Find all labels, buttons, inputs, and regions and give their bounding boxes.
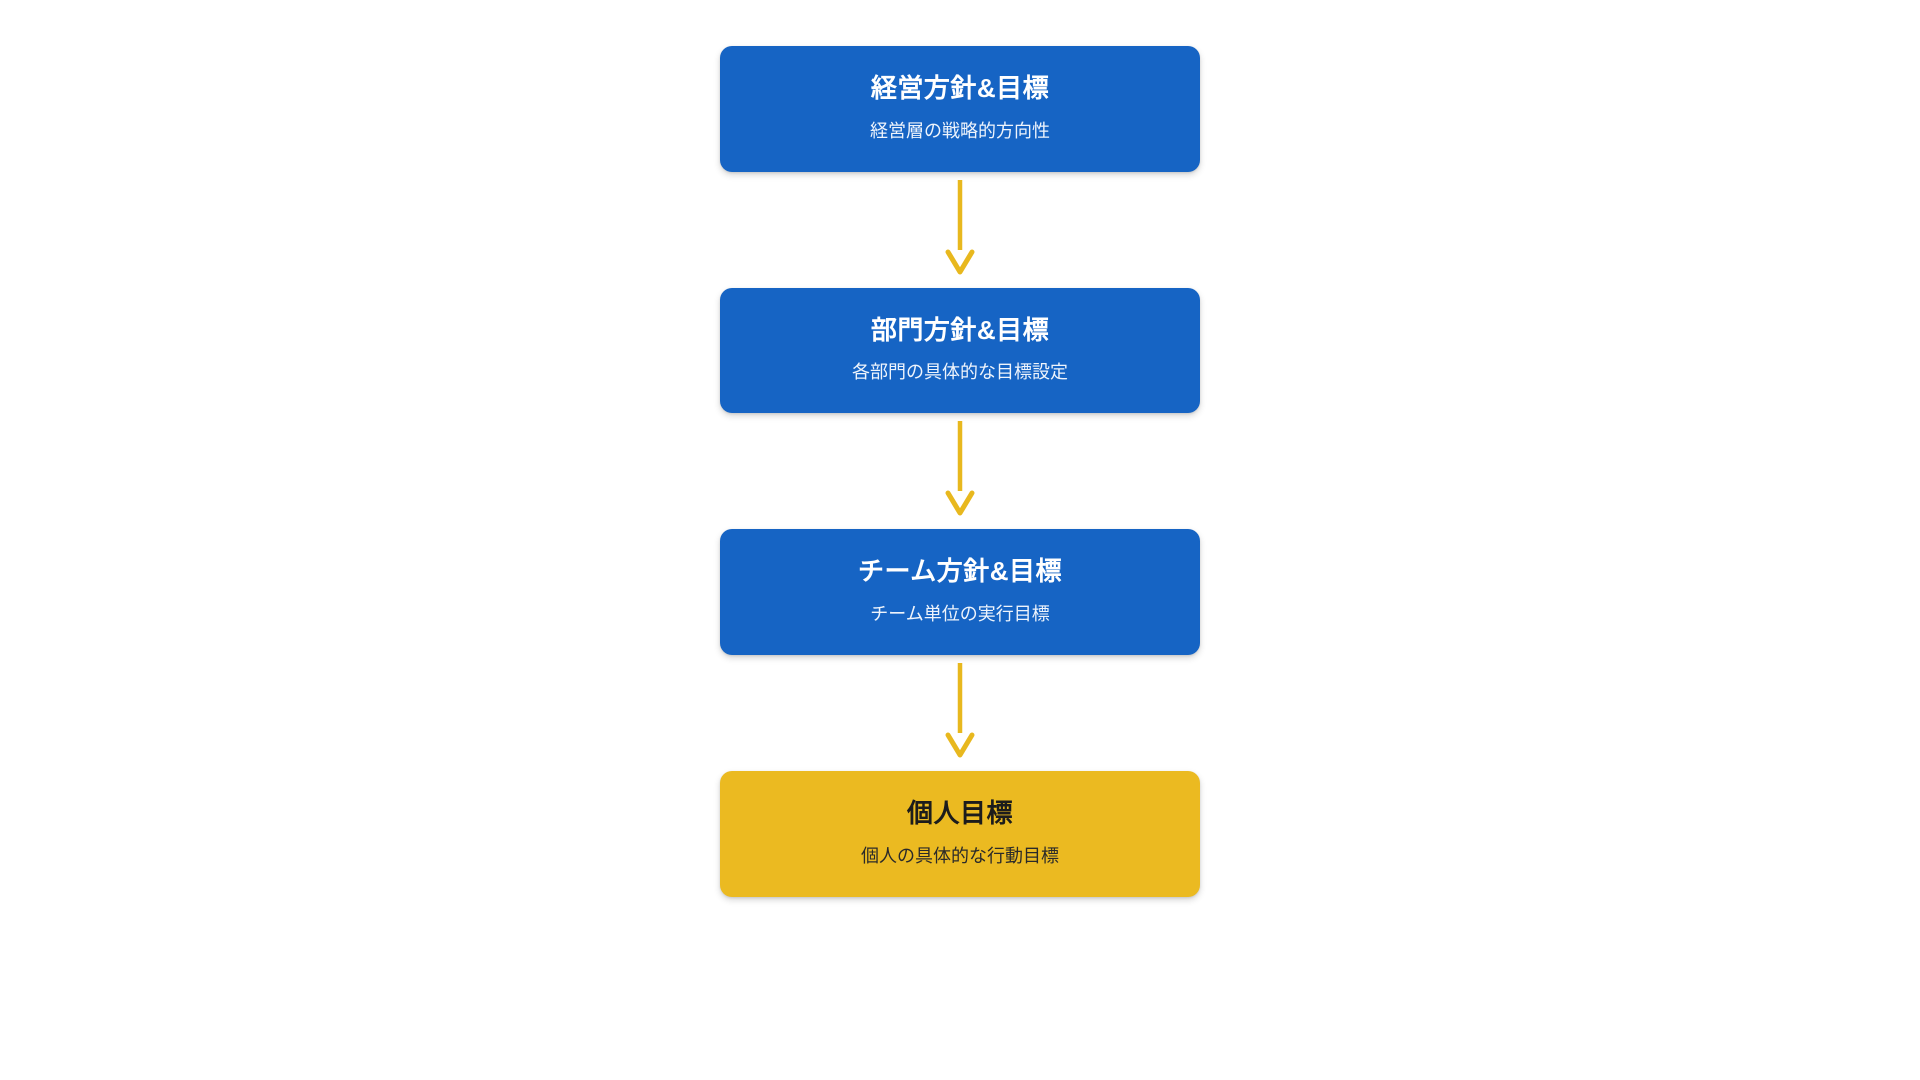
flow-node-title: 経営方針&目標: [870, 73, 1050, 103]
flow-node-subtitle: 各部門の具体的な目標設定: [852, 362, 1068, 383]
flow-node-department-policy[interactable]: 部門方針&目標 各部門の具体的な目標設定: [720, 287, 1200, 414]
arrow-down-icon: [943, 178, 977, 282]
flow-node-subtitle: 経営層の戦略的方向性: [870, 120, 1050, 141]
goal-cascade-flow: 経営方針&目標 経営層の戦略的方向性 部門方針&目標 各部門の具体的な目標設定: [720, 46, 1200, 1080]
flow-node-title: 個人目標: [906, 798, 1013, 829]
flow-connector-1: [940, 172, 980, 288]
flow-node-title: 部門方針&目標: [870, 314, 1050, 345]
flow-node-subtitle: チーム単位の実行目標: [870, 603, 1050, 624]
arrow-down-icon: [943, 661, 977, 765]
flow-node-subtitle: 個人の具体的な行動目標: [861, 845, 1059, 866]
flow-node-management-policy[interactable]: 経営方針&目標 経営層の戦略的方向性: [720, 46, 1200, 172]
flow-node-individual-goal[interactable]: 個人目標 個人の具体的な行動目標: [720, 771, 1200, 897]
flow-node-team-policy[interactable]: チーム方針&目標 チーム単位の実行目標: [720, 529, 1200, 656]
flow-connector-2: [940, 413, 980, 529]
arrow-down-icon: [943, 419, 977, 523]
flow-node-title: チーム方針&目標: [858, 556, 1062, 587]
flow-connector-3: [940, 655, 980, 771]
